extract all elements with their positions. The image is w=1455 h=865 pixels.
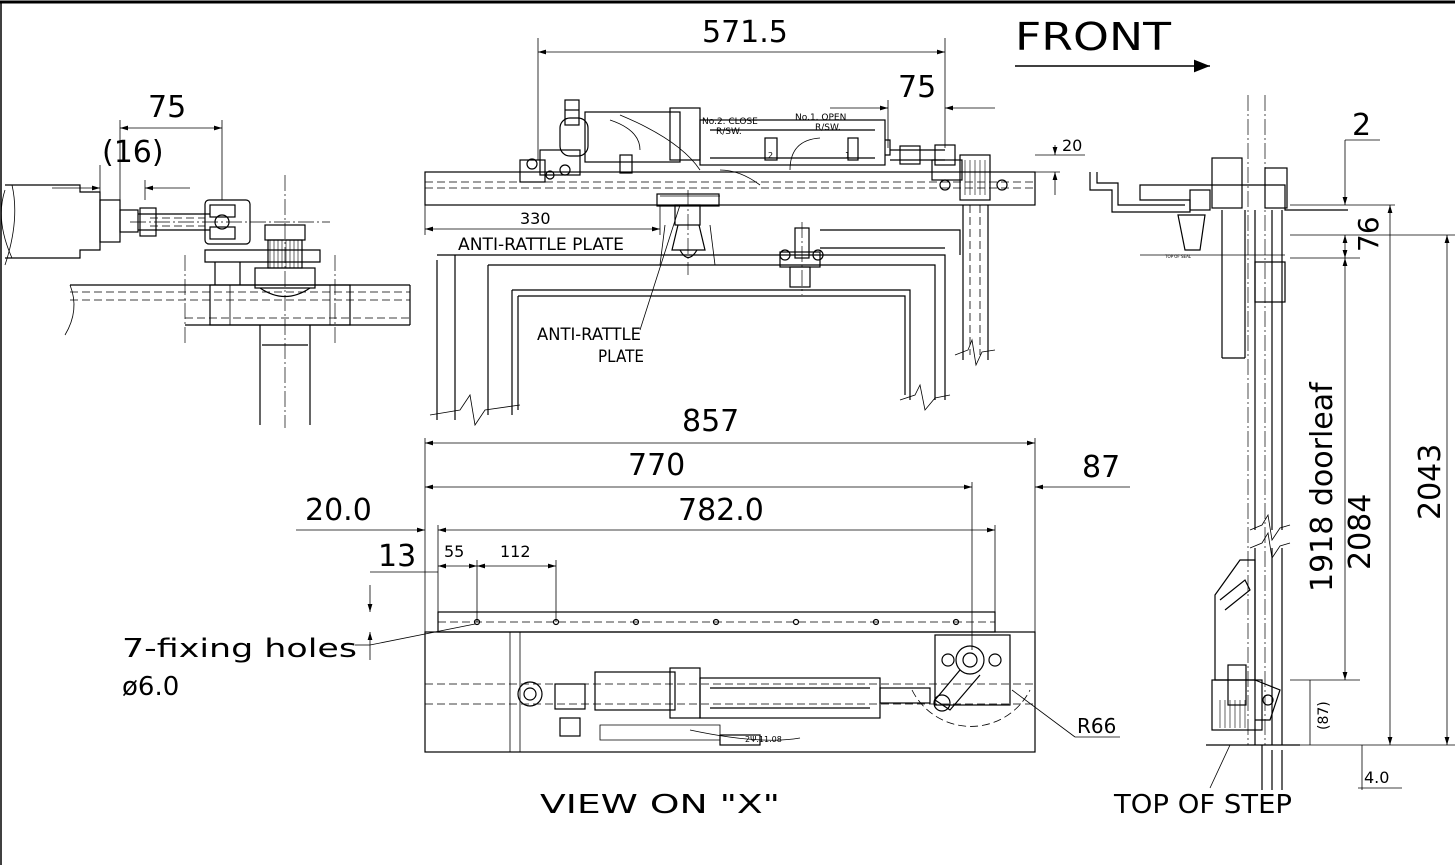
dim-20-0: 20.0 — [305, 493, 372, 528]
front-label: FRONT — [1015, 15, 1172, 59]
anti-rattle-plate-label-2b: PLATE — [598, 347, 644, 367]
dim-4-0: 4.0 — [1364, 768, 1389, 787]
dim-55: 55 — [444, 542, 464, 561]
dim-16: (16) — [102, 135, 164, 170]
front-indicator: FRONT — [1015, 15, 1210, 73]
small-1: 1 — [845, 151, 850, 160]
right-side-view: TOP OF SEAL 2 76 — [1089, 95, 1455, 820]
view-on-x: 857 770 87 782.0 20.0 13 55 112 — [122, 404, 1130, 820]
tiny-label: TOP OF SEAL — [1164, 254, 1192, 259]
dim-76: 76 — [1352, 216, 1385, 252]
anti-rattle-plate-label-1: ANTI-RATTLE PLATE — [458, 235, 624, 255]
dim-2084: 2084 — [1343, 494, 1378, 570]
top-of-step-label: TOP OF STEP — [1113, 790, 1292, 820]
close-switch-label-1: No.2. CLOSE — [702, 117, 758, 127]
dim-87-paren: (87) — [1316, 701, 1332, 730]
dim-112: 112 — [500, 542, 531, 561]
dim-330: 330 — [520, 209, 551, 228]
anti-rattle-plate-label-2a: ANTI-RATTLE — [537, 325, 641, 345]
dim-75-left: 75 — [148, 90, 186, 125]
stamp-text: 2Ψ.11.08 — [745, 735, 782, 744]
doorleaf-label: 1918 doorleaf — [1305, 381, 1340, 592]
dim-13: 13 — [378, 539, 416, 574]
close-switch-label-2: R/SW. — [716, 127, 742, 137]
dim-571-5: 571.5 — [702, 15, 788, 50]
dim-857: 857 — [682, 404, 739, 439]
dim-2043: 2043 — [1413, 444, 1448, 520]
radius-label: R66 — [1077, 714, 1116, 738]
dim-20-right: 20 — [1062, 136, 1082, 155]
dim-75-top: 75 — [898, 70, 936, 105]
dim-770: 770 — [628, 448, 685, 483]
small-2: 2 — [768, 151, 773, 160]
fixing-holes-label-2: ø6.0 — [122, 672, 179, 702]
view-on-x-label: VIEW ON "X" — [540, 790, 780, 820]
left-detail-view: 75 (16) — [0, 90, 411, 428]
fixing-holes-label-1: 7-fixing holes — [122, 634, 357, 664]
dim-2: 2 — [1352, 108, 1371, 143]
open-switch-label-1: No.1. OPEN — [795, 113, 846, 123]
top-center-view: 1 2 — [424, 15, 1085, 427]
open-switch-label-2: R/SW. — [815, 123, 841, 133]
dim-782: 782.0 — [678, 493, 764, 528]
fixing-holes — [473, 618, 960, 626]
dim-87: 87 — [1082, 450, 1120, 485]
